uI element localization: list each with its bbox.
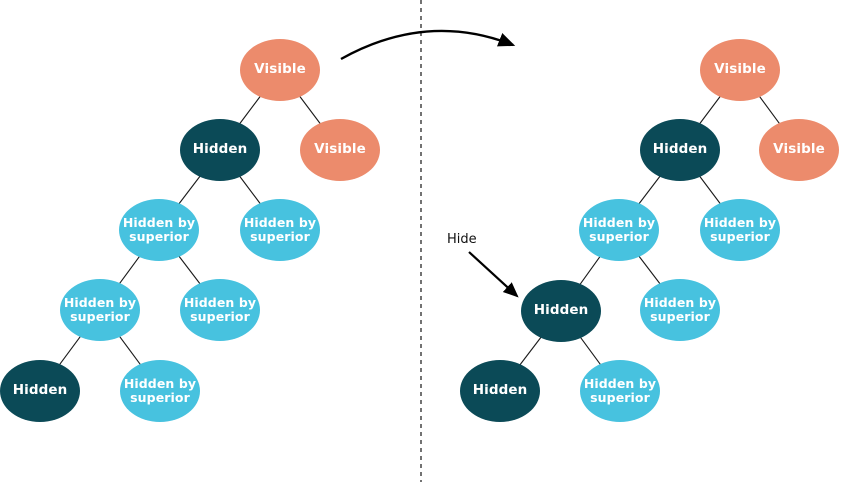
tree-edge xyxy=(519,336,542,366)
node-hidden-primary[interactable]: Hidden xyxy=(180,119,260,181)
tree-edge xyxy=(579,336,602,366)
node-visible-root[interactable]: Visible xyxy=(240,39,320,101)
hide-annotation-label: Hide xyxy=(447,232,477,247)
curved-transition-arrow xyxy=(340,29,516,61)
tree-edge xyxy=(118,335,142,366)
node-hidden-primary[interactable]: Hidden xyxy=(640,119,720,181)
node-hidden-by-superior[interactable]: Hidden by superior xyxy=(579,199,659,261)
node-visible-sibling[interactable]: Visible xyxy=(300,119,380,181)
node-hidden-by-superior[interactable]: Hidden by superior xyxy=(580,360,660,422)
tree-edge xyxy=(239,95,261,125)
node-hidden-by-superior[interactable]: Hidden by superior xyxy=(180,279,260,341)
tree-edge xyxy=(638,175,661,205)
tree-edge xyxy=(178,175,201,205)
node-hidden-by-superior[interactable]: Hidden by superior xyxy=(120,360,200,422)
node-hidden-by-superior[interactable]: Hidden by superior xyxy=(700,199,780,261)
tree-edge xyxy=(758,95,781,125)
node-hidden-by-superior[interactable]: Hidden by superior xyxy=(640,279,720,341)
tree-edge xyxy=(239,175,261,205)
tree-edge xyxy=(118,255,141,285)
node-hidden-leaf[interactable]: Hidden xyxy=(0,360,80,422)
node-visible-sibling[interactable]: Visible xyxy=(759,119,839,181)
node-hidden-newly[interactable]: Hidden xyxy=(521,280,601,342)
hide-annotation-arrow xyxy=(468,251,519,298)
tree-edge xyxy=(699,175,721,205)
tree-edge xyxy=(638,255,661,285)
tree-edge xyxy=(58,335,82,366)
node-visible-root[interactable]: Visible xyxy=(700,39,780,101)
node-hidden-by-superior[interactable]: Hidden by superior xyxy=(119,199,199,261)
node-hidden-by-superior[interactable]: Hidden by superior xyxy=(240,199,320,261)
tree-edge xyxy=(178,255,201,285)
node-hidden-leaf[interactable]: Hidden xyxy=(460,360,540,422)
tree-edge xyxy=(579,255,601,286)
tree-edge xyxy=(699,95,721,125)
tree-edge xyxy=(299,95,321,125)
node-hidden-by-superior[interactable]: Hidden by superior xyxy=(60,279,140,341)
